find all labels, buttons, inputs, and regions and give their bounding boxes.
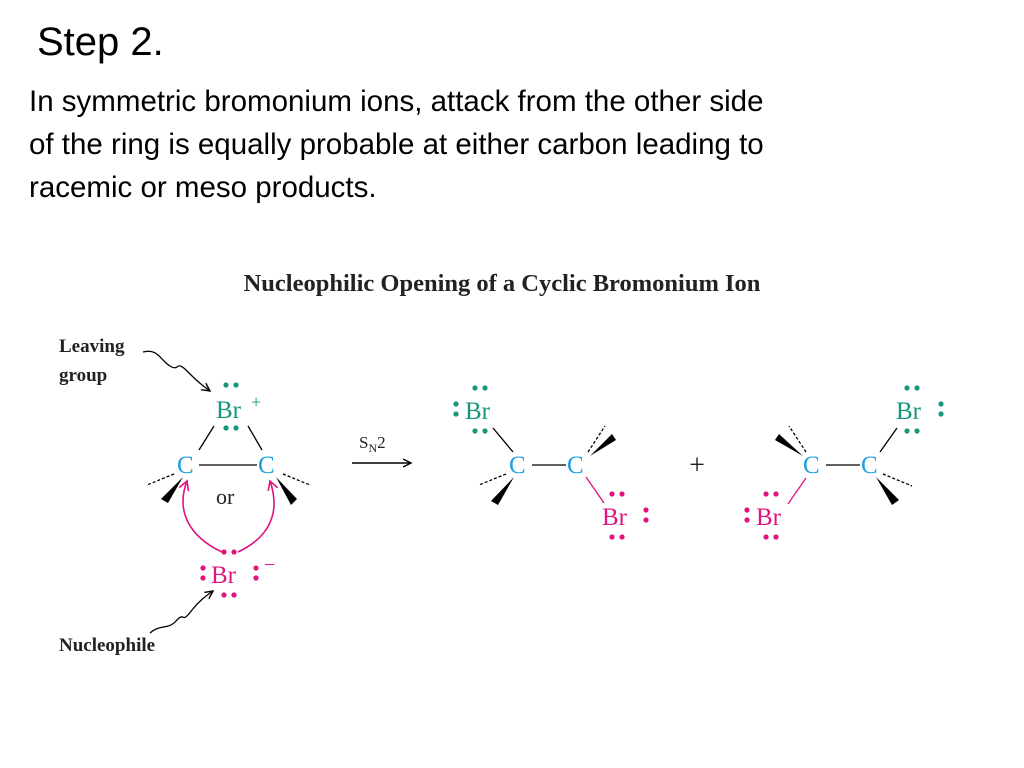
product2-bond-c1-br bbox=[787, 477, 807, 505]
product1-carbon-1: C bbox=[509, 452, 526, 479]
product2-c1-hash bbox=[788, 425, 807, 453]
slide-title: Step 2. bbox=[37, 20, 164, 64]
product-2: Br C C Br bbox=[744, 385, 944, 540]
slide-body-text: In symmetric bromonium ions, attack from… bbox=[29, 80, 989, 209]
product2-carbon-1: C bbox=[803, 452, 820, 479]
reaction-label-s: SN2 bbox=[359, 433, 386, 455]
diagram-title: Nucleophilic Opening of a Cyclic Bromoni… bbox=[244, 270, 761, 297]
product2-top-br-lone-pairs bbox=[904, 385, 944, 434]
product1-bottom-br-symbol: Br bbox=[602, 504, 628, 531]
product1-c1-wedge bbox=[491, 477, 514, 505]
product2-c1-wedge bbox=[775, 434, 803, 456]
product1-bottom-br-lone-pairs bbox=[609, 491, 649, 540]
nucleophile-label: Nucleophile bbox=[59, 635, 155, 656]
carbon-right-symbol: C bbox=[258, 452, 275, 479]
product1-c2-hash bbox=[587, 425, 606, 453]
product2-c2-hash bbox=[882, 473, 913, 487]
substituent-hash-right bbox=[282, 473, 311, 486]
product1-bond-c2-br bbox=[585, 476, 605, 504]
bromide-lone-pairs bbox=[200, 549, 259, 598]
body-line-3: racemic or meso products. bbox=[29, 171, 377, 204]
substituent-wedge-right bbox=[276, 477, 297, 505]
product2-bottom-br-lone-pairs bbox=[744, 491, 779, 540]
substituent-wedge-left bbox=[161, 477, 183, 503]
product-1: Br C C Br bbox=[453, 385, 649, 540]
carbon-left-symbol: C bbox=[177, 452, 194, 479]
product1-bond-br-c1 bbox=[492, 427, 514, 453]
ring-bond-left bbox=[198, 425, 215, 451]
nucleophile-attack-arrow-left bbox=[183, 481, 223, 553]
bromonium-br-symbol: Br bbox=[216, 397, 242, 424]
substituent-hash-left bbox=[146, 473, 175, 486]
product2-bond-br-c2 bbox=[879, 427, 898, 453]
or-label: or bbox=[216, 484, 235, 509]
nucleophile-pointer-arrow bbox=[149, 591, 213, 634]
nucleophile-attack-arrow-right bbox=[237, 481, 274, 553]
product2-carbon-2: C bbox=[861, 452, 878, 479]
body-line-1: In symmetric bromonium ions, attack from… bbox=[29, 85, 764, 118]
product2-bottom-br-symbol: Br bbox=[756, 504, 782, 531]
leaving-group-pointer-arrow bbox=[142, 350, 210, 391]
bromide-charge: − bbox=[264, 554, 275, 576]
product1-c2-wedge bbox=[590, 434, 616, 456]
bromide-br-symbol: Br bbox=[211, 562, 237, 589]
product1-top-br-symbol: Br bbox=[465, 398, 491, 425]
product2-top-br-symbol: Br bbox=[896, 398, 922, 425]
bromonium-lone-pairs bbox=[223, 382, 239, 431]
product1-c1-hash bbox=[478, 473, 507, 486]
plus-sign: + bbox=[689, 450, 705, 481]
leaving-group-label-line1: Leaving bbox=[59, 336, 125, 357]
product1-carbon-2: C bbox=[567, 452, 584, 479]
body-line-2: of the ring is equally probable at eithe… bbox=[29, 128, 764, 161]
product2-c2-wedge bbox=[876, 477, 899, 505]
product1-top-br-lone-pairs bbox=[453, 385, 488, 434]
leaving-group-label-line2: group bbox=[59, 365, 107, 386]
ring-bond-right bbox=[247, 425, 263, 451]
bromonium-charge: + bbox=[251, 392, 261, 412]
